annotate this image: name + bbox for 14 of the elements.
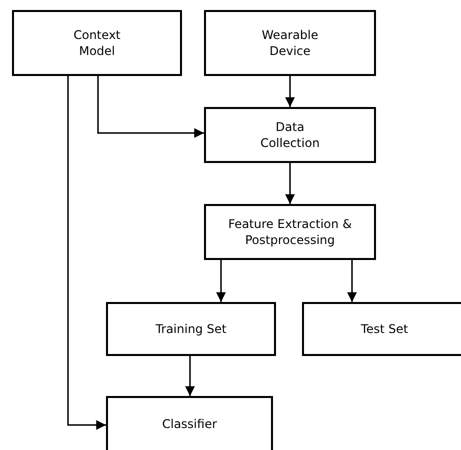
process-box: Test Set bbox=[302, 302, 461, 356]
arrow bbox=[216, 260, 226, 302]
process-box: Feature Extraction & Postprocessing bbox=[204, 204, 376, 260]
arrow bbox=[285, 163, 295, 204]
arrow bbox=[97, 76, 204, 138]
arrow bbox=[67, 76, 106, 430]
process-box: Classifier bbox=[106, 396, 273, 450]
arrow bbox=[285, 76, 295, 107]
process-box: Wearable Device bbox=[204, 10, 376, 76]
arrow bbox=[347, 260, 357, 302]
process-box: Context Model bbox=[12, 10, 182, 76]
arrow bbox=[185, 356, 195, 396]
process-box: Training Set bbox=[106, 302, 276, 356]
process-box: Data Collection bbox=[204, 107, 376, 163]
